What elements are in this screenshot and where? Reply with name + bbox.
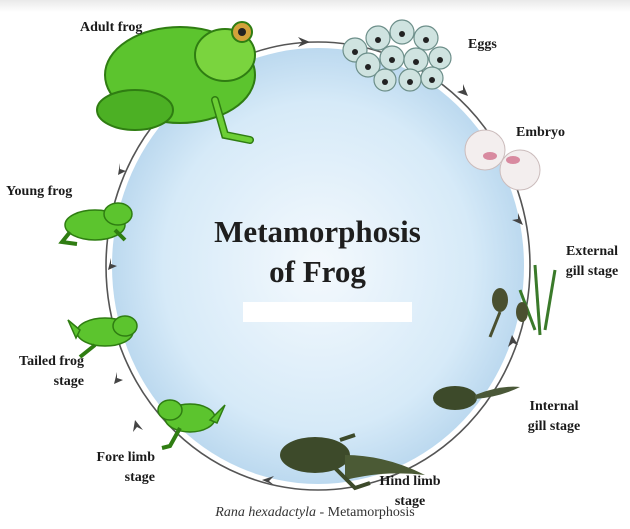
label-hind-limb-stage: Hind limb stage (375, 472, 445, 512)
label-line: stage (394, 494, 426, 509)
label-eggs: Eggs (468, 37, 497, 52)
caption-species: Rana hexadactyla (215, 505, 316, 520)
label-line: Fore limb (96, 450, 155, 465)
label-line: Internal (529, 399, 579, 414)
label-fore-limb-stage: Fore limb stage (60, 448, 155, 488)
label-line: Hind limb (379, 474, 441, 489)
young-frog-image (58, 202, 133, 246)
adult-frog-image (96, 21, 256, 144)
title-line-1: Metamorphosis (214, 214, 421, 249)
fore-limb-stage-image (157, 399, 226, 450)
hind-limb-stage-image (280, 433, 425, 491)
diagram-title: Metamorphosis of Frog (180, 212, 455, 292)
title-line-2: of Frog (269, 254, 366, 289)
label-young-frog: Young frog (6, 184, 73, 199)
label-adult-frog: Adult frog (80, 20, 143, 35)
label-line: stage (124, 470, 155, 485)
cycle-line (105, 41, 531, 491)
figure-caption: Rana hexadactyla - Metamorphosis (0, 505, 630, 521)
tailed-frog-image (67, 315, 138, 359)
label-line: stage (53, 374, 84, 389)
external-gill-stage-image (488, 264, 557, 338)
label-internal-gill-stage: Internal gill stage (518, 397, 590, 437)
embryo-image (464, 129, 541, 191)
eggs-image (342, 19, 452, 92)
label-external-gill-stage: External gill stage (556, 242, 628, 282)
internal-gill-stage-image (433, 386, 520, 410)
blank-label-box (243, 302, 412, 322)
label-line: Tailed frog (19, 354, 84, 369)
label-line: External (565, 244, 619, 259)
label-embryo: Embryo (516, 125, 565, 140)
label-tailed-frog-stage: Tailed frog stage (0, 352, 84, 392)
label-line: gill stage (565, 264, 619, 279)
label-line: gill stage (527, 419, 581, 434)
cycle-arrows (108, 37, 523, 485)
center-circle (112, 48, 524, 484)
caption-suffix: - Metamorphosis (315, 505, 415, 520)
